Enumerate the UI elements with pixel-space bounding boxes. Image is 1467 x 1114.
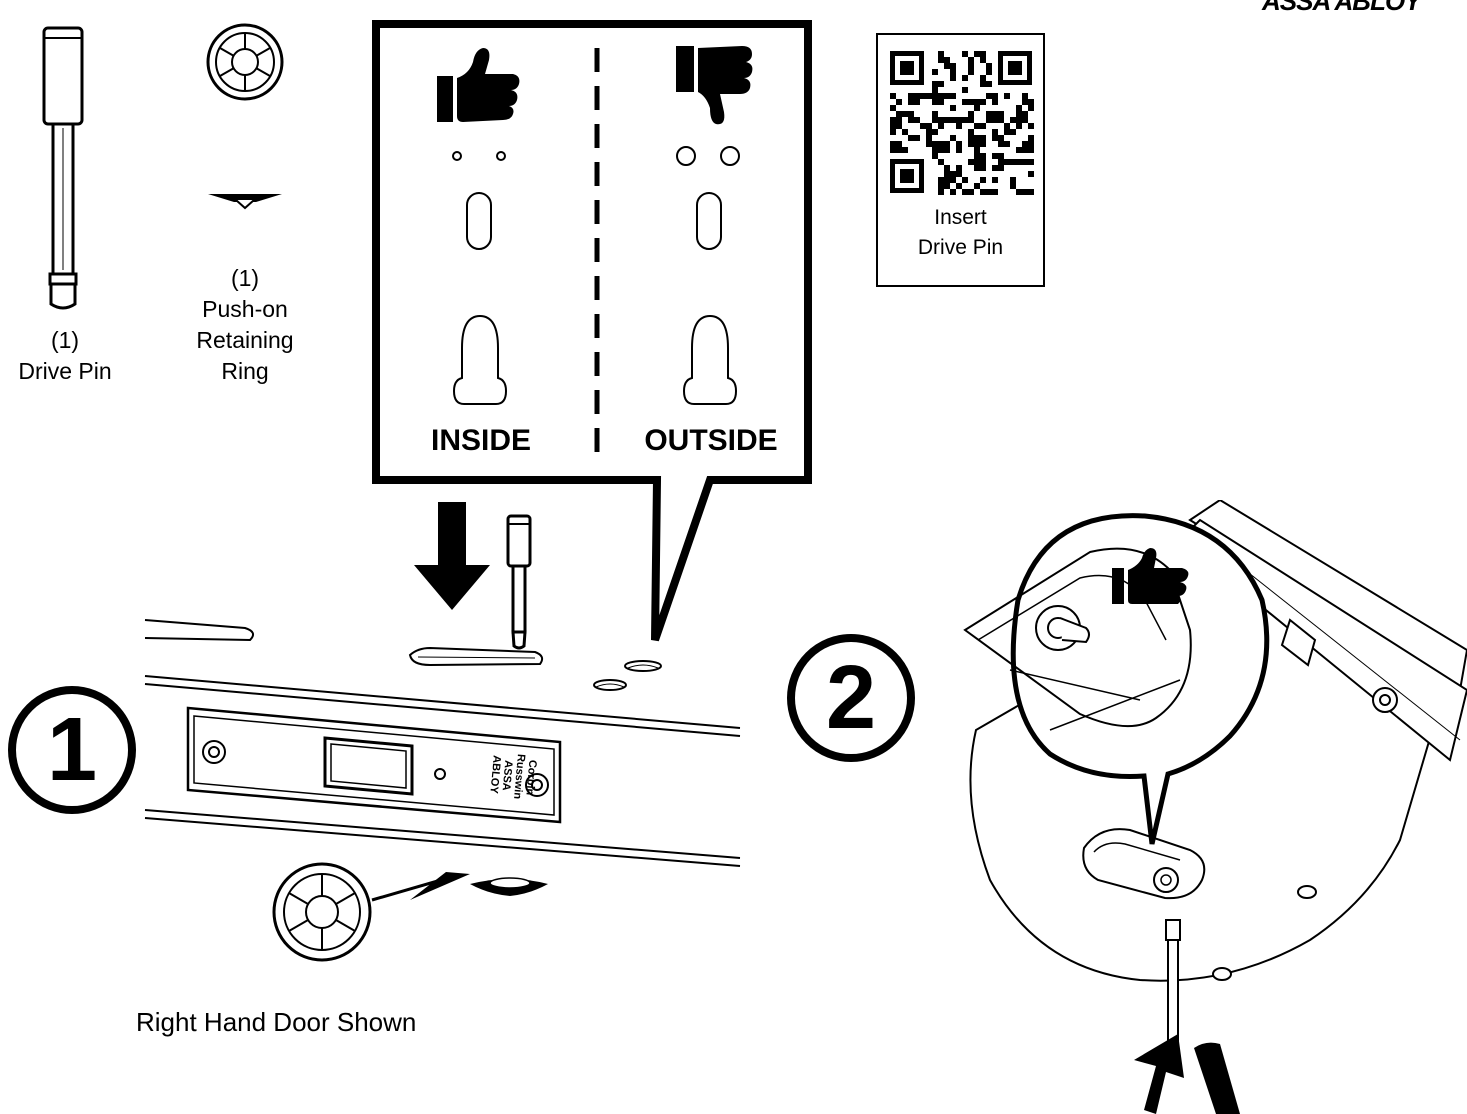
qr-code-icon — [888, 49, 1034, 195]
thumbs-down-icon — [676, 46, 753, 125]
qr-caption: Insert Drive Pin — [878, 203, 1043, 263]
inside-label: INSIDE — [430, 424, 532, 457]
qr-caption-line1: Insert — [934, 206, 987, 229]
inside-outside-callout — [372, 20, 812, 642]
retaining-ring-name-1: Push-on — [202, 296, 288, 322]
retaining-ring-name-2: Retaining — [196, 327, 294, 353]
drive-pin-name: Drive Pin — [18, 358, 112, 384]
door-caption: Right Hand Door Shown — [136, 1007, 417, 1037]
brand-logo-text: ASSA ABLOY — [1262, 0, 1422, 16]
step-1-badge: 1 — [8, 686, 136, 814]
retaining-ring-illustration — [206, 23, 284, 210]
qr-caption-line2: Drive Pin — [917, 236, 1004, 259]
qr-code-box[interactable]: Insert Drive Pin — [876, 33, 1045, 287]
drive-pin-illustration — [42, 26, 84, 310]
step-2-number: 2 — [825, 648, 877, 748]
retaining-ring-qty: (1) — [230, 265, 260, 291]
retaining-ring-label: (1) Push-on Retaining Ring — [170, 263, 320, 387]
step-2-badge: 2 — [787, 634, 915, 762]
faceplate-brand-text: Corbin Russwin ASSA ABLOY — [486, 739, 540, 813]
drive-pin-qty: (1) — [50, 327, 80, 353]
step-2-underside-illustration — [963, 500, 1467, 1114]
step-1-number: 1 — [46, 700, 98, 800]
thumbs-up-icon — [437, 48, 520, 122]
step-1-door-illustration — [144, 502, 741, 962]
retaining-ring-name-3: Ring — [221, 358, 269, 384]
step-2-thumbs-up-icon — [1112, 548, 1189, 604]
drive-pin-label: (1) Drive Pin — [0, 325, 135, 387]
outside-label: OUTSIDE — [644, 424, 778, 457]
